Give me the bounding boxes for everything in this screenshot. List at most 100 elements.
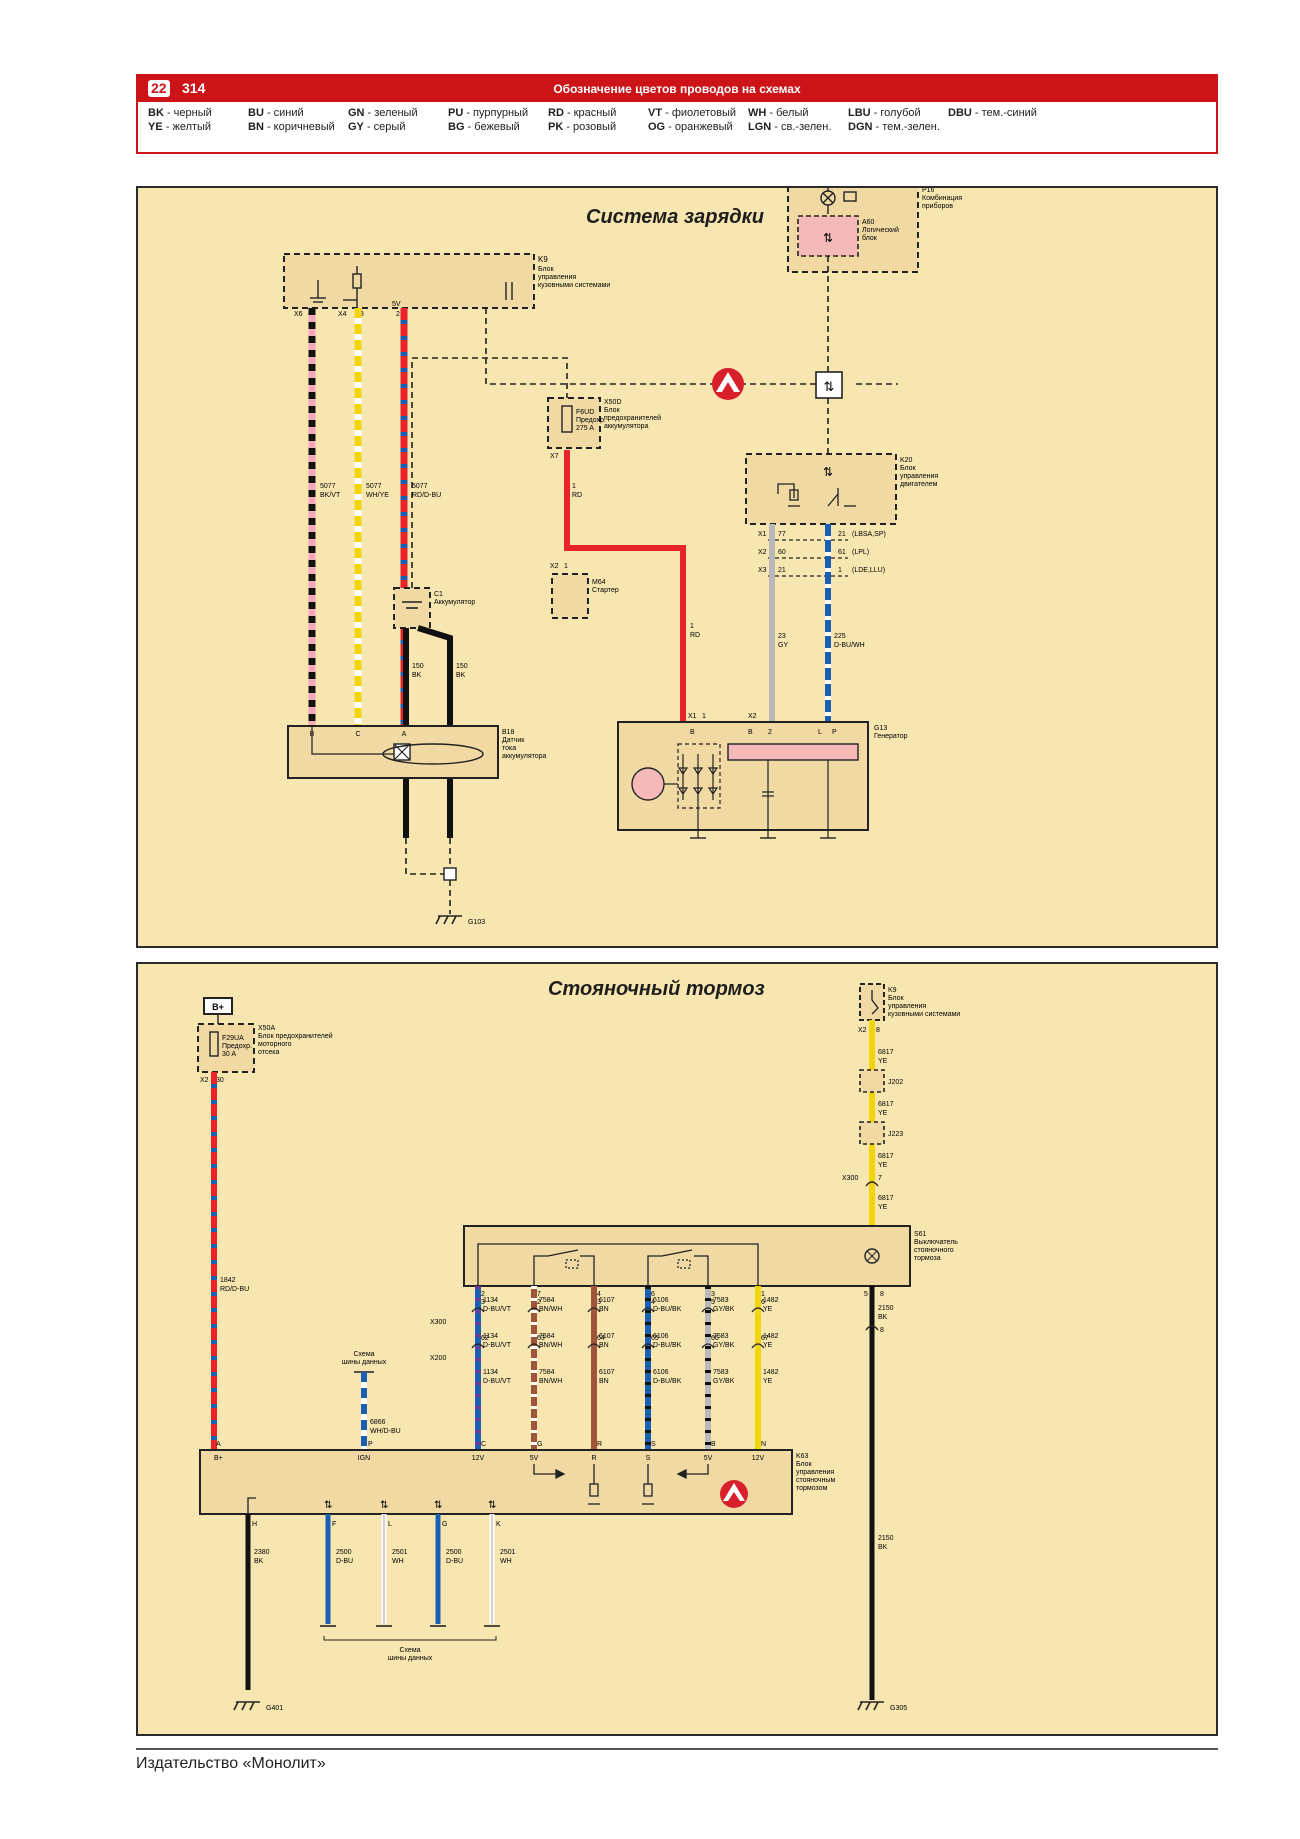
switch-wire-num: 1482 bbox=[763, 1297, 779, 1304]
switch-wire-num: 7583 bbox=[713, 1333, 729, 1340]
gnd-x300-connector bbox=[865, 1325, 879, 1331]
ye-seg4-num: 6817 bbox=[878, 1195, 894, 1202]
switch-wire-conn-pin: 2 bbox=[537, 1299, 541, 1306]
switch-wire-color: BN bbox=[599, 1306, 609, 1313]
legend-item-wh: WH - белый bbox=[748, 107, 809, 119]
gnd-wire-col-2: BK bbox=[878, 1544, 888, 1551]
legend-item-og: OG - оранжевый bbox=[648, 121, 733, 133]
switch-wire-color: D-BU/BK bbox=[653, 1342, 682, 1349]
g13-pin-b2: B bbox=[748, 729, 753, 736]
svg-text:F: F bbox=[332, 1521, 336, 1528]
x50a-pin-num: 30 bbox=[216, 1077, 224, 1084]
g13-desc: Генератор bbox=[874, 733, 908, 740]
k9-desc-3: кузовными системами bbox=[538, 282, 610, 289]
k20-internal bbox=[777, 483, 856, 507]
ign-wire-col: WH/D-BU bbox=[370, 1428, 401, 1435]
w8-num: 23 bbox=[778, 633, 786, 640]
s61-desc-3: тормоза bbox=[914, 1255, 941, 1262]
k63-pin-12v-a: 12V bbox=[472, 1455, 485, 1462]
s61-desc-2: стояночного bbox=[914, 1247, 954, 1254]
switch-wire-color: GY/BK bbox=[713, 1378, 735, 1385]
x300-connector bbox=[865, 1181, 879, 1187]
b18-desc-2: тока bbox=[502, 745, 516, 752]
g401-label: G401 bbox=[266, 1705, 283, 1712]
switch-wire-top-pin: 1 bbox=[761, 1291, 765, 1298]
k20-desc-1: Блок bbox=[900, 465, 917, 472]
k63-pin-h: H bbox=[252, 1521, 257, 1528]
s61-label: S61 bbox=[914, 1231, 927, 1238]
switch-wire-color: BN/WH bbox=[539, 1342, 562, 1349]
rectifier-bridge bbox=[664, 743, 829, 838]
svg-text:D-BU: D-BU bbox=[336, 1558, 353, 1565]
legend-item-gn: GN - зеленый bbox=[348, 107, 418, 119]
k63-label: K63 bbox=[796, 1453, 809, 1460]
a60-logic-block bbox=[797, 215, 859, 257]
p16-desc-2: приборов bbox=[922, 202, 953, 210]
fuse-f29ua-desc: Предохр. bbox=[222, 1043, 252, 1050]
legend-item-bk: BK - черный bbox=[148, 107, 212, 119]
legend-item-lgn: LGN - св.-зелен. bbox=[748, 121, 832, 133]
k63-pin-5v-a: 5V bbox=[530, 1455, 539, 1462]
switch-wire-module-pin: N bbox=[761, 1441, 766, 1448]
rotor-icon bbox=[631, 767, 665, 801]
s61-lamp-icon bbox=[864, 1248, 880, 1264]
regulator bbox=[727, 743, 859, 761]
switch-wire-conn-pin: 3 bbox=[481, 1299, 485, 1306]
svg-text:60: 60 bbox=[778, 549, 786, 556]
k20-ecm bbox=[745, 453, 897, 525]
switch-wire-layer: 23621134D-BU/VT1134D-BU/VT1134D-BU/VTC72… bbox=[216, 1286, 779, 1450]
parking-brake-panel: Стояночный тормоз B+ F29UA Предохр. 30 A… bbox=[136, 962, 1218, 1736]
parking-brake-lower: X300 X200 2150 BK 8 2150 BK G305 K63 Бло… bbox=[199, 1286, 907, 1712]
switch-wire-conn-pin: 63 bbox=[537, 1335, 545, 1342]
svg-text:WH: WH bbox=[392, 1558, 404, 1565]
svg-text:⇅: ⇅ bbox=[434, 1500, 442, 1511]
k20-desc-3: двигателем bbox=[900, 481, 938, 488]
w7-col: RD bbox=[690, 632, 700, 639]
k63-pin-p: P bbox=[368, 1441, 373, 1448]
k9-pin-21: 21 bbox=[396, 311, 404, 318]
monolit-logo-2 bbox=[720, 1480, 748, 1508]
w3-col: RD/D-BU bbox=[412, 492, 441, 499]
conn-x300-label: X300 bbox=[430, 1319, 446, 1326]
w9-num: 225 bbox=[834, 633, 846, 640]
switch-wire-num: 6106 bbox=[653, 1297, 669, 1304]
s61-desc-1: Выключатель bbox=[914, 1239, 958, 1246]
footer-divider bbox=[136, 1748, 1218, 1750]
svg-text:L: L bbox=[388, 1521, 392, 1528]
k63-desc-4: тормозом bbox=[796, 1485, 828, 1492]
conn-x200-label: X200 bbox=[430, 1355, 446, 1362]
c1-desc: Аккумулятор bbox=[434, 599, 475, 606]
switch-wire-num: 1134 bbox=[483, 1333, 498, 1340]
w9-col: D-BU/WH bbox=[834, 642, 865, 649]
k63-internal bbox=[533, 1464, 709, 1505]
svg-text:2500: 2500 bbox=[336, 1549, 352, 1556]
switch-wire-conn-pin: 6 bbox=[761, 1299, 765, 1306]
b18-pin-c: C bbox=[355, 731, 360, 738]
svg-text:X2: X2 bbox=[758, 549, 767, 556]
bplus-wire-num: 1842 bbox=[220, 1277, 236, 1284]
switch-wire-num: 7583 bbox=[713, 1297, 729, 1304]
svg-text:⇅: ⇅ bbox=[380, 1500, 388, 1511]
m64-pin: X2 bbox=[550, 563, 559, 570]
k9p-desc-1: Блок bbox=[888, 995, 905, 1002]
svg-text:77: 77 bbox=[778, 531, 786, 538]
ye-seg1-col: YE bbox=[878, 1058, 888, 1065]
switch-wire-color: D-BU/VT bbox=[483, 1306, 512, 1313]
x50a-pin: X2 bbox=[200, 1077, 209, 1084]
p16-desc-1: Комбинация bbox=[922, 194, 962, 202]
switch-wire-color: BN bbox=[599, 1378, 609, 1385]
g13-pin-x1: X1 bbox=[688, 713, 697, 720]
ground-icon-g401 bbox=[233, 1701, 260, 1711]
switch-wire-num: 7584 bbox=[539, 1297, 555, 1304]
w7-num: 1 bbox=[690, 623, 694, 630]
charging-system-panel: Система зарядки K9 Блок управления кузов… bbox=[136, 186, 1218, 948]
battery-to-fuse-link bbox=[411, 357, 568, 628]
g13-pin-b: B bbox=[690, 729, 695, 736]
switch-wire-num: 7584 bbox=[539, 1369, 555, 1376]
